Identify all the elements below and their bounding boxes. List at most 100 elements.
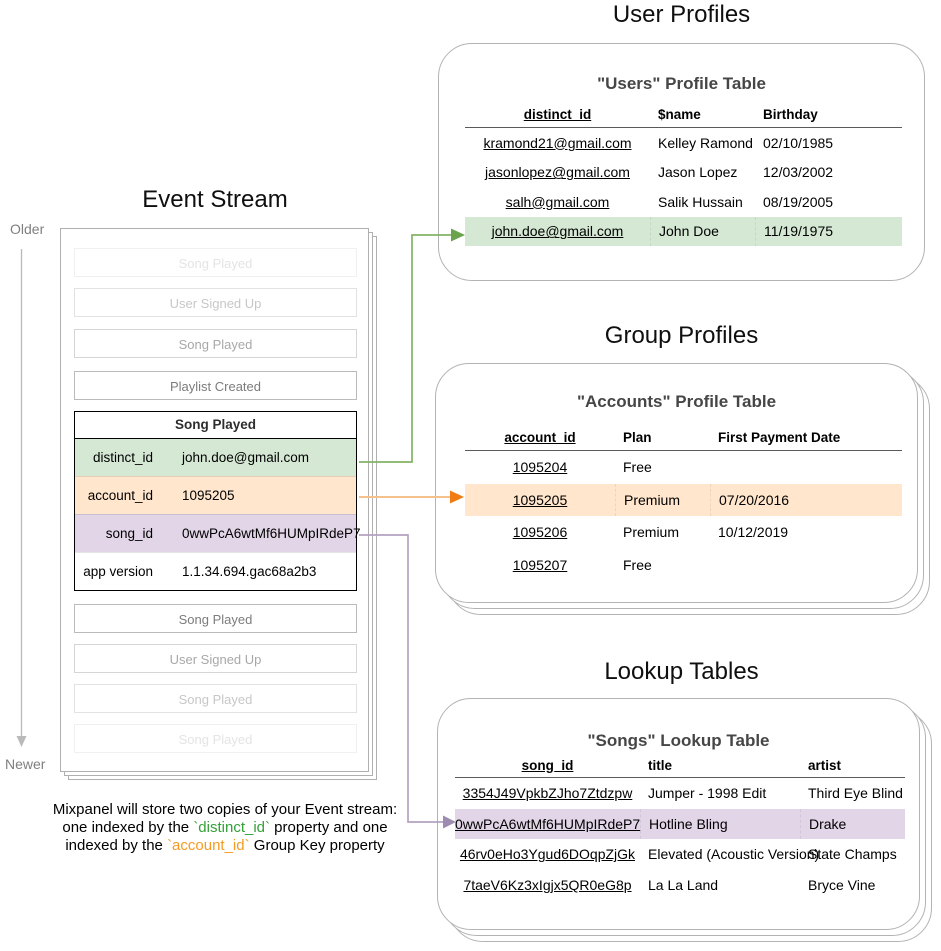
property-value: john.doe@gmail.com [182, 450, 310, 465]
distinct-id-token: `distinct_id` [193, 819, 271, 836]
event-card: Song Played [74, 248, 357, 277]
column-header: account_id [504, 429, 576, 445]
property-value: 1.1.34.694.gac68a2b3 [182, 564, 317, 579]
cell: Hotline Bling [640, 808, 800, 839]
cell: 11/19/1975 [755, 216, 902, 246]
event-card-label: Song Played [178, 256, 253, 271]
expanded-event-card: Song Played distinct_id john.doe@gmail.c… [74, 411, 361, 591]
lookup-tables-title: Lookup Tables [604, 658, 759, 685]
event-property-row-app-version: app version 1.1.34.694.gac68a2b3 [75, 552, 356, 590]
property-key: song_id [105, 526, 153, 541]
table-row: salh@gmail.com Salik Hussain 08/19/2005 [465, 187, 902, 217]
table-row: 1095207 Free [465, 549, 902, 582]
column-header: First Payment Date [718, 429, 841, 445]
caption-line3: indexed by the `account_id` Group Key pr… [65, 837, 385, 854]
cell: Free [623, 459, 652, 476]
event-card-label: User Signed Up [169, 652, 262, 667]
event-card: Song Played [74, 724, 357, 753]
event-card: Song Played [74, 329, 357, 358]
cell: Jason Lopez [658, 164, 738, 181]
table-row: 7taeV6Kz3xIgjx5QR0eG8p La La Land Bryce … [455, 870, 905, 901]
cell: Jumper - 1998 Edit [648, 785, 767, 802]
property-value: 0wwPcA6wtMf6HUMpIRdeP7 [182, 526, 361, 541]
property-key: distinct_id [92, 450, 153, 465]
table-row: jasonlopez@gmail.com Jason Lopez 12/03/2… [465, 158, 902, 188]
event-card-label: Song Played [178, 612, 253, 627]
cell: 1095204 [512, 459, 568, 476]
table-row-highlighted: 1095205 Premium 07/20/2016 [465, 483, 902, 516]
cell: 0wwPcA6wtMf6HUMpIRdeP7 [455, 815, 641, 832]
table-row: 1095206 Premium 10/12/2019 [465, 516, 902, 549]
cell: Salik Hussain [658, 193, 743, 210]
column-header: Plan [623, 429, 652, 445]
accounts-table: account_id Plan First Payment Date 10952… [465, 424, 902, 581]
older-label: Older [10, 221, 45, 237]
cell: 08/19/2005 [763, 193, 834, 210]
cell: 07/20/2016 [710, 483, 902, 516]
user-profiles-title: User Profiles [612, 1, 751, 28]
event-card: Song Played [74, 604, 357, 633]
event-card: User Signed Up [74, 644, 357, 673]
event-property-row-song-id: song_id 0wwPcA6wtMf6HUMpIRdeP7 [75, 514, 361, 552]
event-card-label: Song Played [178, 337, 253, 352]
table-header-row: song_id title artist [455, 753, 905, 778]
table-row: kramond21@gmail.com Kelley Ramond 02/10/… [465, 128, 902, 158]
event-property-row-distinct-id: distinct_id john.doe@gmail.com [75, 439, 356, 476]
event-card: Song Played [74, 684, 357, 713]
column-header: song_id [521, 757, 574, 773]
table-header-row: distinct_id $name Birthday [465, 101, 902, 128]
column-header: artist [808, 757, 842, 773]
cell: salh@gmail.com [505, 193, 610, 210]
cell: john.doe@gmail.com [491, 223, 624, 240]
caption-line1: Mixpanel will store two copies of your E… [52, 801, 398, 818]
accounts-table-title: "Accounts" Profile Table [576, 392, 777, 411]
table-row-highlighted: john.doe@gmail.com John Doe 11/19/1975 [465, 216, 902, 246]
table-header-row: account_id Plan First Payment Date [465, 424, 902, 451]
songs-table: song_id title artist 3354J49VpkbZJho7Ztd… [455, 753, 905, 900]
cell: Bryce Vine [808, 876, 876, 893]
cell: 46rv0eHo3Ygud6DOqpZjGk [459, 846, 636, 863]
cell: Free [623, 556, 652, 573]
cell: 1095205 [512, 491, 568, 508]
cell: John Doe [650, 216, 755, 246]
cell: Third Eye Blind [808, 785, 903, 802]
cell: jasonlopez@gmail.com [485, 164, 630, 181]
expanded-event-title: Song Played [75, 412, 356, 439]
caption: Mixpanel will store two copies of your E… [10, 801, 440, 855]
table-row: 1095204 Free [465, 451, 902, 484]
cell: Premium [615, 483, 710, 516]
cell: State Champs [808, 846, 897, 863]
cell: Kelley Ramond [658, 134, 753, 151]
timeline-arrow-down-icon [16, 736, 27, 747]
cell: Elevated (Acoustic Version) [648, 846, 820, 863]
table-row: 46rv0eHo3Ygud6DOqpZjGk Elevated (Acousti… [455, 839, 905, 870]
cell: 12/03/2002 [763, 164, 834, 181]
cell: Drake [800, 808, 905, 839]
column-header: $name [658, 106, 701, 122]
cell: 1095207 [512, 556, 568, 573]
event-card: User Signed Up [74, 288, 357, 317]
cell: 3354J49VpkbZJho7Ztdzpw [462, 785, 633, 802]
cell: 1095206 [512, 524, 568, 541]
users-table-title: "Users" Profile Table [597, 74, 766, 93]
caption-line2: one indexed by the `distinct_id` propert… [62, 819, 388, 836]
property-key: app version [83, 564, 153, 579]
account-id-token: `account_id` [167, 837, 250, 854]
cell: 10/12/2019 [718, 524, 789, 541]
cell: La La Land [648, 876, 719, 893]
event-stream-title: Event Stream [142, 186, 288, 213]
group-profiles-title: Group Profiles [604, 322, 759, 349]
property-key: account_id [87, 488, 153, 503]
property-value: 1095205 [182, 488, 235, 503]
column-header: Birthday [763, 106, 818, 122]
event-card-label: Song Played [178, 692, 253, 707]
column-header: title [648, 757, 673, 773]
group-profiles-card [435, 363, 918, 603]
event-card-label: Playlist Created [169, 379, 262, 394]
cell: kramond21@gmail.com [483, 134, 632, 151]
event-property-row-account-id: account_id 1095205 [75, 476, 356, 514]
event-card-label: Song Played [178, 732, 253, 747]
table-row-highlighted: 0wwPcA6wtMf6HUMpIRdeP7 Hotline Bling Dra… [455, 808, 905, 839]
column-header: distinct_id [523, 106, 592, 122]
